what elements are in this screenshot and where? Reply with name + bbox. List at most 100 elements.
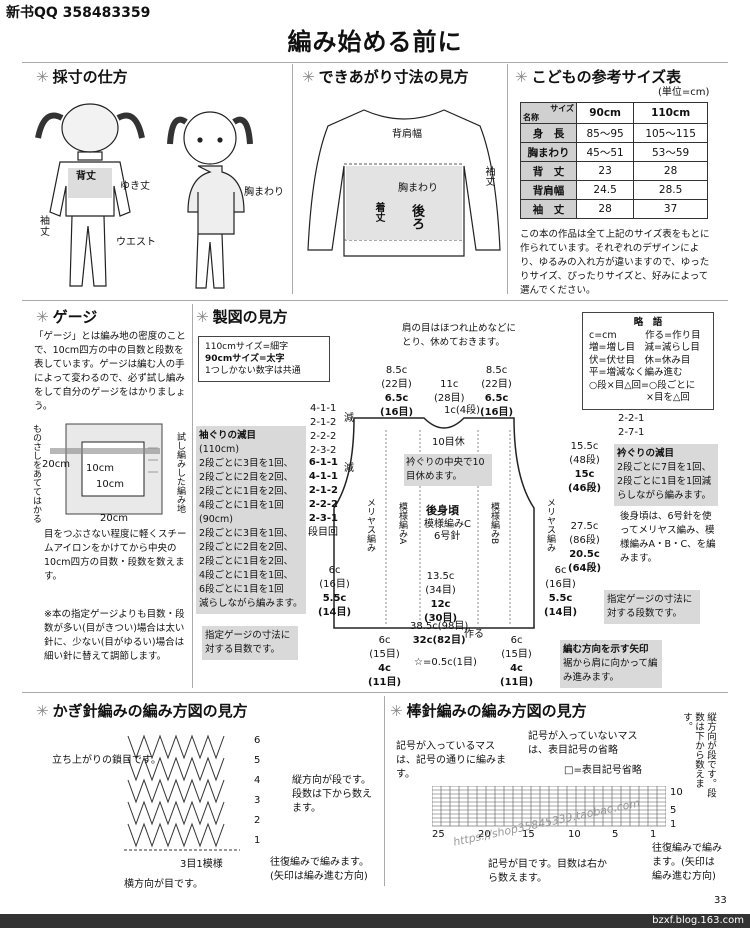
ruler-label: ものさしをあててはかる	[31, 424, 41, 523]
row-name: 背 丈	[520, 161, 577, 181]
armhole-title: 袖ぐりの減目	[199, 430, 257, 441]
divider-1	[292, 64, 293, 294]
divider-4	[384, 696, 385, 886]
abbr-line: 平=増減なく編み進む	[589, 367, 683, 378]
knit-chart	[432, 786, 666, 827]
cell: 28.5	[633, 180, 708, 200]
cell: 23	[575, 161, 635, 181]
crochet-row-1: 1	[254, 835, 261, 846]
page-title: 編み始める前に	[287, 28, 463, 56]
section-title-measure: ✳採寸の仕方	[36, 68, 128, 86]
small-note: ☆=0.5c(1目)	[414, 657, 477, 668]
gauge-dim-10b: 10cm	[96, 479, 124, 490]
label-waist: ウエスト	[116, 237, 156, 248]
crochet-row-4: 4	[254, 775, 261, 786]
dim-shoulder-right: 8.5c(22目)6.5c(16目)	[480, 365, 514, 418]
gauge-sts-box: 指定ゲージの寸法に対する目数です。	[202, 626, 298, 660]
mid-divider	[22, 300, 728, 301]
label-fin-sleeve: 袖丈	[483, 166, 494, 186]
knit-col-25: 25	[432, 829, 445, 840]
cell: 45〜51	[575, 142, 635, 162]
neck-title: 衿ぐりの減目	[617, 448, 675, 459]
size-unit: (単位=cm)	[658, 87, 710, 98]
label-back-length: 背丈	[76, 171, 96, 182]
abbr-line: 伏=伏せ目 休=休み目	[589, 354, 691, 366]
knit-vertical-note: 縦方向が段です。段数は下から数えます。	[681, 712, 716, 798]
dim-neck: 11c(28目)	[434, 379, 465, 404]
crochet-round-note: 往復編みで編みます。(矢印は編み進む方向)	[270, 857, 369, 882]
crochet-row-3: 3	[254, 795, 261, 806]
row-name: 袖 丈	[520, 199, 577, 219]
row-name: 身 長	[520, 123, 577, 143]
bindoff-note: 肩の目はほつれ止めなどにとり、休めておきます。	[402, 323, 517, 348]
qq-header: 新书QQ 358483359	[6, 5, 151, 21]
gauge-dim-20b: 20cm	[100, 513, 128, 524]
dim-right-side: 6c(16目)5.5c(14目)	[544, 565, 578, 618]
dim-center: 13.5c(34目)12c(30目)	[424, 571, 458, 624]
neck-box: 衿ぐりの減目 2段ごとに7目を1回、2段ごとに1目を1回減らしながら編みます。	[614, 444, 718, 506]
knit-row-5: 5	[670, 805, 677, 816]
knit-blank-note: 記号が入っていないマスは、表目記号の省略	[528, 731, 638, 756]
arrow-title: 編む方向を示す矢印	[563, 644, 649, 655]
footer-bar: bzxf.blog.163.com	[0, 914, 750, 928]
knit-cols-note: 記号が目です。目数は右から数えます。	[488, 859, 607, 884]
dim-bottom-right: 6c(15目)4c(11目)	[500, 635, 534, 688]
crochet-vertical-note: 縦方向が段です。段数は下から数えます。	[292, 775, 372, 814]
knit-row-10: 10	[670, 787, 683, 798]
divider-3	[192, 304, 193, 688]
center-note: 衿ぐりの中央で10目休めます。	[404, 454, 492, 486]
page-number: 33	[714, 895, 727, 906]
section-title-knit: ✳棒針編みの編み方図の見方	[390, 702, 587, 720]
abbr-line: ○段×目△回=○段ごとに	[589, 379, 696, 391]
dim-right-2: 27.5c(86段)20.5c(64段)	[568, 521, 602, 574]
sample-label: 試し編みした編み地	[175, 432, 185, 513]
gen-mark-2: 減	[344, 463, 354, 474]
crochet-row-6: 6	[254, 735, 261, 746]
col-90: 90cm	[575, 102, 635, 124]
cell: 28	[575, 199, 635, 219]
abbr-line: ×目を△回	[589, 392, 690, 403]
label-fin-chest: 胸まわり	[398, 183, 438, 194]
top-divider	[22, 62, 728, 63]
dim-right-1: 15.5c(48段)15c(46段)	[568, 441, 602, 494]
dim-neck-depth: 1c(4段)	[444, 405, 481, 416]
label-chest: 胸まわり	[244, 187, 284, 198]
back-body-chart	[333, 417, 535, 629]
stockinette-right: メリヤス編み	[545, 498, 555, 552]
knit-col-1: 1	[650, 829, 657, 840]
abbr-line: 増=増し目 減=減らし目	[589, 342, 700, 353]
label-sleeve: 袖丈	[40, 216, 50, 238]
cell: 28	[633, 161, 708, 181]
steam-note: 目をつぶさない程度に軽くスチームアイロンをかけてから中央の10cm四方の目数・段…	[44, 529, 187, 582]
crochet-repeat: 3目1模様	[180, 859, 223, 870]
gauge-rows-box: 指定ゲージの寸法に対する段数です。	[604, 590, 700, 624]
low-divider	[22, 692, 728, 693]
cell: 105〜115	[633, 123, 708, 143]
label-length: 着丈	[373, 202, 384, 222]
gauge-dim-10a: 10cm	[86, 463, 114, 474]
arrow-text: 裾から肩に向かって編み進みます。	[563, 658, 658, 683]
label-sleeve-length: ゆき丈	[120, 181, 150, 192]
gen-mark-1: 減	[344, 413, 354, 424]
pattern-a-left: 模様編みA	[397, 502, 407, 545]
body-label: 後身頃	[426, 504, 459, 517]
section-title-finished: ✳できあがり寸法の見方	[302, 68, 469, 86]
needle-size: 6号針	[434, 531, 461, 542]
section-title-crochet: ✳かぎ針編みの編み方図の見方	[36, 702, 248, 720]
adjust-note: ※本の指定ゲージよりも目数・段数が多い(目がきつい)場合は太い針に、少ない(目が…	[44, 609, 185, 662]
child-figures	[35, 103, 253, 289]
legend-110: 110cmサイズ=細字	[205, 342, 289, 352]
dim-bottom-left: 6c(15目)4c(11目)	[368, 635, 402, 688]
cell: 85〜95	[575, 123, 635, 143]
row-name: 背肩幅	[520, 180, 577, 200]
section-title-pattern: ✳製図の見方	[196, 308, 288, 326]
crochet-row-5: 5	[254, 755, 261, 766]
arrow-box: 編む方向を示す矢印 裾から肩に向かって編み進みます。	[560, 640, 662, 688]
sweater-diagram	[307, 109, 501, 257]
armhole-box: 袖ぐりの減目 (110cm)2段ごとに3目を1回、2段ごとに2目を2回、2段ごと…	[196, 426, 306, 614]
knit-round-note: 往復編みで編みます。(矢印は編み進む方向)	[652, 843, 722, 882]
stockinette-left: メリヤス編み	[365, 498, 375, 552]
label-shoulder: 背肩幅	[392, 129, 422, 140]
